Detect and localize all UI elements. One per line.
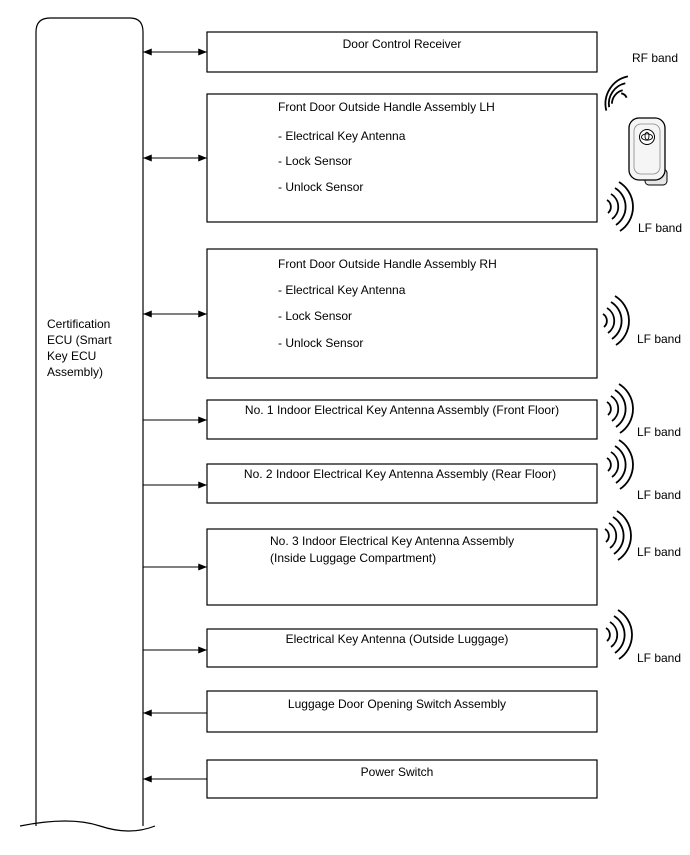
component-front-door-handle-rh: Front Door Outside Handle Assembly RH - … [143, 248, 598, 379]
component-outside-luggage-antenna: Electrical Key Antenna (Outside Luggage) [143, 628, 598, 668]
lf-wave-icon [605, 609, 633, 660]
front-door-rh-item-2: - Lock Sensor [278, 309, 352, 323]
front-door-rh-title: Front Door Outside Handle Assembly RH [278, 257, 497, 271]
component-luggage-door-switch: Luggage Door Opening Switch Assembly [143, 690, 598, 733]
rf-band-signal: RF band [604, 51, 678, 111]
outside-luggage-antenna-title: Electrical Key Antenna (Outside Luggage) [286, 632, 509, 646]
rf-wave-icon [604, 75, 629, 111]
lf-band-label-rh: LF band [637, 332, 681, 346]
lf-band-label-indoor-1: LF band [637, 425, 681, 439]
lf-band-label-indoor-2: LF band [637, 488, 681, 502]
ecu-label-line-4: Assembly) [47, 365, 103, 379]
indoor-antenna-1-title: No. 1 Indoor Electrical Key Antenna Asse… [245, 403, 559, 417]
rf-band-label: RF band [632, 51, 678, 65]
ecu-label-line-1: Certification [47, 317, 110, 331]
component-power-switch: Power Switch [143, 759, 598, 799]
component-indoor-antenna-1: No. 1 Indoor Electrical Key Antenna Asse… [143, 399, 598, 440]
door-control-receiver-title: Door Control Receiver [343, 37, 462, 51]
lf-band-signal-lh: LF band [606, 181, 682, 235]
component-door-control-receiver: Door Control Receiver [143, 31, 598, 73]
power-switch-title: Power Switch [361, 765, 434, 779]
component-front-door-handle-lh: Front Door Outside Handle Assembly LH - … [143, 93, 598, 223]
front-door-rh-item-1: - Electrical Key Antenna [278, 283, 406, 297]
front-door-lh-item-3: - Unlock Sensor [278, 180, 363, 194]
front-door-lh-title: Front Door Outside Handle Assembly LH [278, 100, 495, 114]
ecu-label-line-3: Key ECU [47, 349, 96, 363]
ecu-label-line-2: ECU (Smart [47, 333, 112, 347]
front-door-rh-item-3: - Unlock Sensor [278, 336, 363, 350]
lf-wave-icon [606, 383, 634, 434]
lf-band-signal-outside-luggage: LF band [605, 609, 681, 665]
smart-key-fob-icon [628, 117, 668, 186]
certification-ecu-block: Certification ECU (Smart Key ECU Assembl… [19, 17, 156, 832]
indoor-antenna-2-title: No. 2 Indoor Electrical Key Antenna Asse… [244, 467, 556, 481]
lf-band-label-indoor-3: LF band [637, 545, 681, 559]
luggage-door-switch-title: Luggage Door Opening Switch Assembly [288, 697, 506, 711]
lf-band-label-outside-luggage: LF band [637, 651, 681, 665]
lf-band-signal-rh: LF band [602, 295, 681, 346]
lf-wave-icon [606, 181, 634, 232]
component-indoor-antenna-3: No. 3 Indoor Electrical Key Antenna Asse… [143, 528, 598, 606]
front-door-lh-item-1: - Electrical Key Antenna [278, 129, 406, 143]
lf-wave-icon [606, 439, 634, 490]
lf-wave-icon [602, 295, 630, 346]
front-door-lh-item-2: - Lock Sensor [278, 154, 352, 168]
lf-wave-icon [604, 510, 632, 561]
lf-band-signal-indoor-1: LF band [606, 383, 681, 439]
lf-band-signal-indoor-2: LF band [606, 439, 681, 502]
indoor-antenna-3-title: No. 3 Indoor Electrical Key Antenna Asse… [270, 534, 514, 548]
lf-band-label-lh: LF band [638, 221, 682, 235]
component-indoor-antenna-2: No. 2 Indoor Electrical Key Antenna Asse… [143, 463, 598, 504]
lf-band-signal-indoor-3: LF band [604, 510, 681, 561]
indoor-antenna-3-subtitle: (Inside Luggage Compartment) [270, 551, 436, 565]
